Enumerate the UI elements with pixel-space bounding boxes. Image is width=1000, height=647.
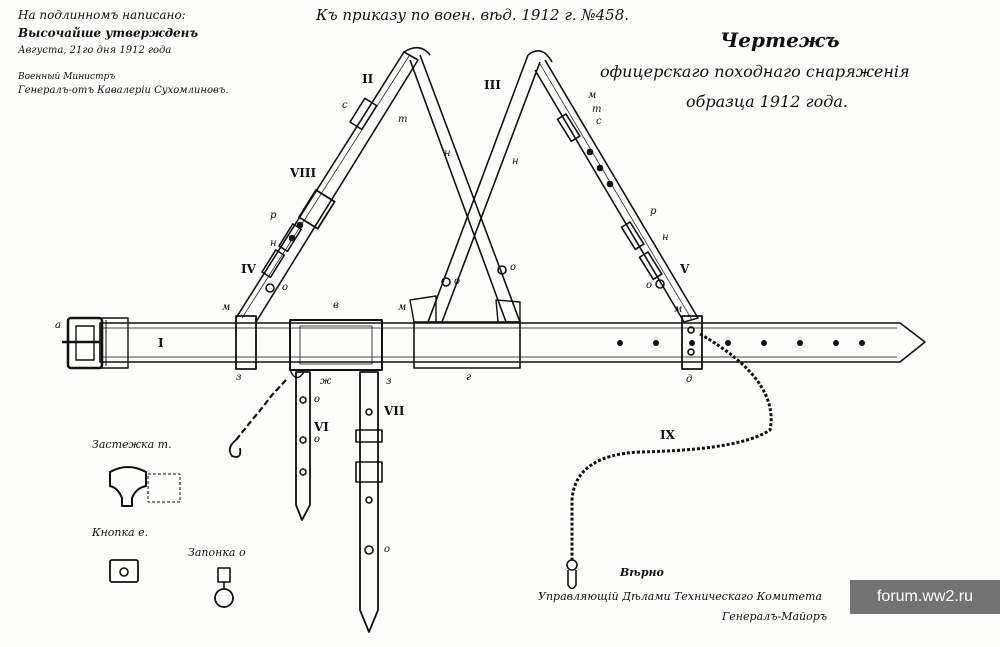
label-I: I: [158, 336, 164, 350]
letter-p-1: р: [270, 210, 277, 221]
clasp-label: Застежка т.: [92, 438, 172, 451]
letter-zh: ж: [320, 376, 332, 387]
letter-n-4: н: [662, 232, 669, 243]
letter-m-2: м: [398, 302, 407, 313]
letter-m-3: м: [674, 304, 683, 315]
letter-t-1: т: [398, 114, 408, 125]
sword-frog-long: [355, 371, 383, 633]
letter-a: а: [55, 320, 61, 331]
header-line-2: Высочайше утвержденъ: [18, 26, 199, 40]
letter-v: в: [333, 300, 339, 311]
letter-n-1: н: [270, 238, 277, 249]
letter-m-1: м: [222, 302, 231, 313]
detail-button: [109, 559, 139, 583]
letter-s-2: с: [596, 116, 602, 127]
letter-o-6: о: [314, 434, 321, 445]
label-III: III: [484, 78, 501, 92]
letter-z-right: з: [386, 376, 392, 387]
order-reference: Къ приказу по воен. вѣд. 1912 г. №458.: [316, 6, 630, 24]
footer-verno: Вѣрно: [620, 566, 664, 579]
letter-o-2: о: [454, 276, 461, 287]
letter-n-3: н: [512, 156, 519, 167]
letter-n-2: н: [444, 148, 451, 159]
letter-o-3: о: [510, 262, 517, 273]
letter-o-4: о: [646, 280, 653, 291]
letter-o-7: о: [384, 544, 391, 555]
detail-stud: [214, 567, 234, 608]
rear-crossing-straps: [409, 50, 553, 323]
drawing-subtitle-1: офицерскаго походнаго снаряженія: [600, 62, 910, 81]
letter-s-1: с: [342, 100, 348, 111]
header-line-5: Генералъ-отъ Кавалеріи Сухомлиновъ.: [18, 85, 229, 96]
detail-clasp: [109, 466, 181, 507]
label-II: II: [362, 72, 374, 86]
header-line-4: Военный Министръ: [18, 72, 116, 82]
letter-t-2: т: [592, 104, 602, 115]
header-line-3: Августа, 21го дня 1912 года: [18, 45, 172, 56]
letter-z-left: з: [236, 372, 242, 383]
belt-loops: [235, 315, 703, 371]
label-IV: IV: [241, 262, 256, 276]
drawing-title: Чертежъ: [720, 28, 840, 52]
belt-buckle: [62, 316, 129, 370]
label-VII: VII: [384, 404, 405, 418]
right-shoulder-strap: [534, 59, 699, 323]
footer-line-1: Управляющій Дѣлами Техническаго Комитета: [538, 590, 822, 603]
label-VIII: VIII: [290, 166, 317, 180]
label-V: V: [680, 262, 690, 276]
letter-g: г: [466, 372, 472, 383]
sword-frog-short: [228, 369, 311, 521]
label-IX: IX: [660, 428, 675, 442]
drawing-subtitle-2: образца 1912 года.: [686, 92, 848, 111]
watermark: forum.ww2.ru: [850, 580, 1000, 614]
letter-p-2: р: [650, 206, 657, 217]
header-line-1: На подлинномъ написано:: [18, 8, 186, 22]
label-VI: VI: [314, 420, 329, 434]
stud-label: Запонка о: [188, 546, 246, 559]
whistle-cord: [566, 332, 773, 590]
waist-belt: [99, 322, 926, 363]
button-label: Кнопка е.: [92, 526, 149, 539]
footer-line-2: Генералъ-Майоръ: [722, 610, 828, 623]
left-shoulder-strap: [235, 46, 431, 323]
letter-o-5: о: [314, 394, 321, 405]
letter-m-4: м: [588, 90, 597, 101]
letter-o-1: о: [282, 282, 289, 293]
letter-d: д: [686, 374, 693, 385]
